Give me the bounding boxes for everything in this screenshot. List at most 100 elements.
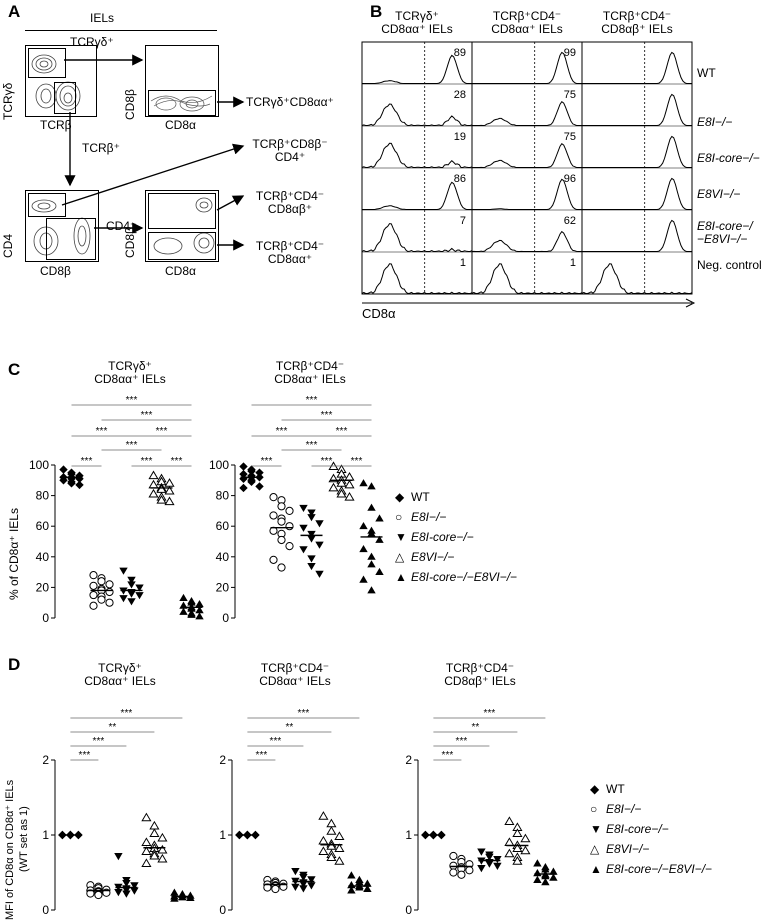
- marker-e8icore: [307, 555, 316, 563]
- marker-double: [195, 600, 204, 608]
- marker-e8icore: [122, 890, 131, 898]
- marker-e8vi: [148, 488, 159, 498]
- marker-e8i: [285, 522, 294, 531]
- histogram-trace: [361, 103, 473, 127]
- marker-e8icore: [299, 524, 308, 532]
- marker-e8vi: [520, 845, 531, 855]
- marker-e8vi: [334, 831, 345, 840]
- marker-e8icore: [299, 885, 308, 893]
- marker-double: [375, 567, 384, 576]
- marker-e8icore: [307, 535, 316, 543]
- histogram-percent: 1: [460, 257, 466, 269]
- marker-e8i: [457, 870, 466, 879]
- col2-header-l1: TCRβ⁺CD4⁻: [492, 9, 562, 23]
- significance-stars: ***: [156, 426, 168, 437]
- marker-e8vi: [157, 832, 168, 842]
- marker-e8i: [269, 511, 278, 520]
- significance-stars: ***: [141, 410, 153, 421]
- c1-title-l2: CD8αα⁺ IELs: [94, 372, 166, 386]
- marker-e8i: [271, 884, 280, 894]
- legend-c-e8vi-text: E8VI−/−: [411, 550, 455, 564]
- marker-e8vi: [141, 837, 152, 846]
- marker-e8vi: [520, 833, 531, 843]
- marker-e8icore: [299, 504, 308, 513]
- y-tick-label: 1: [42, 828, 49, 842]
- histogram-trace: [361, 54, 472, 84]
- marker-e8vi: [318, 811, 329, 820]
- histogram-percent: 28: [454, 89, 466, 101]
- significance-stars: ***: [456, 736, 468, 747]
- histogram-trace: [581, 51, 692, 84]
- marker-e8i: [269, 493, 278, 502]
- out-tcrb-cd8b-neg-cd4: TCRβ⁺CD8β⁻ CD4⁺: [240, 138, 340, 164]
- histogram-trace: [581, 263, 693, 295]
- y-tick-label: 1: [219, 828, 226, 842]
- marker-wt: [239, 483, 248, 493]
- marker-e8i: [105, 587, 114, 597]
- marker-e8i: [89, 571, 98, 580]
- significance-stars: ***: [96, 426, 108, 437]
- marker-e8vi: [512, 843, 523, 852]
- significance-stars: ***: [126, 440, 138, 451]
- significance-stars: ***: [121, 708, 133, 719]
- marker-e8vi: [156, 495, 167, 504]
- marker-e8vi: [326, 852, 337, 861]
- significance-stars: ***: [81, 456, 93, 467]
- marker-e8i: [449, 861, 458, 870]
- row-label-wt: WT: [697, 66, 716, 80]
- marker-double: [533, 859, 542, 867]
- histogram-trace: [471, 263, 583, 295]
- marker-e8icore: [135, 584, 144, 592]
- marker-e8i: [269, 555, 278, 564]
- histogram-percent: 86: [454, 173, 466, 185]
- marker-double: [549, 867, 558, 875]
- gate-tcrgd: [28, 48, 66, 78]
- marker-e8vi: [141, 812, 152, 822]
- marker-e8i: [449, 868, 458, 877]
- marker-e8vi: [334, 843, 345, 852]
- y-tick-label: 60: [36, 519, 50, 533]
- marker-double: [187, 604, 196, 612]
- histogram-percent: 96: [564, 173, 576, 185]
- axis-cd8a-2: CD8α: [165, 264, 196, 278]
- marker-double: [359, 479, 368, 487]
- histogram-trace: [581, 219, 692, 252]
- iels-label: IELs: [90, 11, 115, 25]
- marker-double: [375, 535, 384, 543]
- y-tick-label: 80: [36, 489, 50, 503]
- legend-c-wt-text: WT: [411, 490, 430, 504]
- legend-d-e8i: ○E8I−/−: [590, 802, 642, 816]
- marker-e8icore: [130, 882, 139, 890]
- gate-tcrb-pos-label: TCRβ⁺: [82, 141, 120, 155]
- gate-tcrb: [54, 82, 76, 114]
- histogram-percent: 75: [564, 89, 576, 101]
- legend-c-e8vi: △E8VI−/−: [395, 550, 455, 564]
- legend-c-e8i-text: E8I−/−: [411, 510, 447, 524]
- marker-e8vi: [344, 472, 355, 481]
- panel-b-col3-header: TCRβ⁺CD4⁻ CD8αβ⁺ IELs: [582, 10, 692, 36]
- marker-e8vi: [326, 841, 337, 850]
- marker-double: [367, 560, 376, 568]
- gate-cd4-neg: [46, 218, 96, 260]
- marker-e8icore: [122, 880, 131, 888]
- marker-wt: [59, 476, 68, 485]
- c2-title-l1: TCRβ⁺CD4⁻: [275, 359, 345, 373]
- gate-cd8aa-2: [148, 232, 216, 260]
- panel-d-chart2-title: TCRβ⁺CD4⁻ CD8αα⁺ IELs: [225, 662, 365, 688]
- out4-line2: CD8αα⁺: [267, 252, 313, 266]
- panel-a-label: A: [8, 2, 21, 21]
- histogram-trace: [361, 263, 473, 295]
- marker-e8icore: [291, 868, 300, 876]
- histogram-trace: [471, 51, 582, 84]
- col1-header-l2: CD8αα⁺ IELs: [381, 22, 453, 36]
- histogram-trace: [471, 142, 582, 169]
- marker-e8icore: [130, 887, 139, 895]
- marker-double: [367, 586, 376, 594]
- legend-d-wt-text: WT: [606, 782, 625, 796]
- significance-stars: ***: [484, 708, 496, 719]
- marker-e8i: [105, 598, 114, 607]
- significance-stars: ***: [256, 750, 268, 761]
- marker-e8icore: [307, 530, 316, 539]
- y-tick-label: 2: [219, 753, 226, 767]
- marker-e8icore: [307, 882, 316, 890]
